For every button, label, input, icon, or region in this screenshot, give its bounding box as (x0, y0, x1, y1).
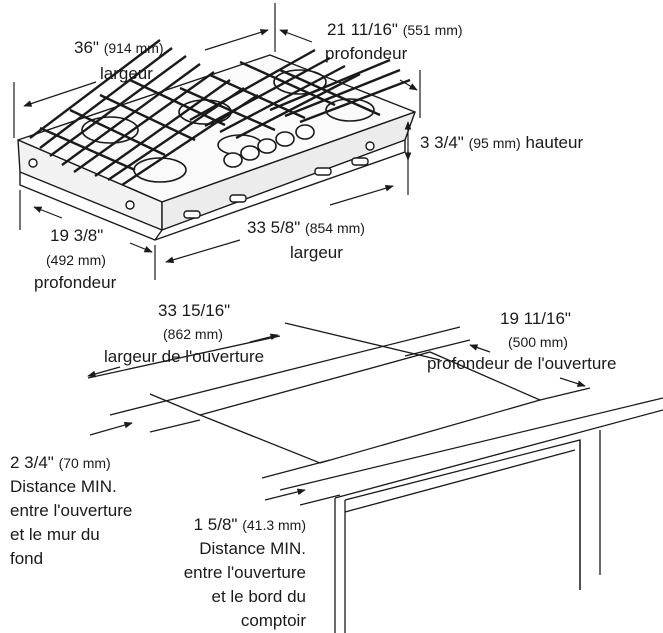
cutout-width-metric: (862 mm) (163, 326, 223, 342)
cooktop-dimension-lines (13, 3, 421, 280)
base-width-label: 33 5/8" (854 mm) (247, 218, 365, 237)
front-clearance-line1: Distance MIN. (199, 539, 306, 558)
cooktop-height-label: 3 3/4" (95 mm) hauteur (420, 133, 584, 152)
rear-clearance-line1: Distance MIN. (10, 477, 117, 496)
cooktop-illustration (17, 39, 416, 241)
base-depth-arrow-top (33, 206, 63, 219)
cutout-width-arrow-left (87, 366, 121, 378)
base-depth-metric: (492 mm) (46, 252, 106, 268)
cutout-width-word: largeur de l'ouverture (104, 347, 265, 366)
cutout-depth-arrow-left (469, 344, 491, 353)
rear-clearance-arrow (89, 421, 133, 436)
rear-clearance-line3: et le mur du (10, 525, 100, 544)
rear-clearance-line2: entre l'ouverture (10, 501, 133, 520)
cutout-dimension-arrows (87, 333, 586, 501)
depth-arrow-bottom (399, 79, 418, 91)
cooktop-width-word: largeur (100, 64, 153, 83)
width-arrow-left (23, 81, 97, 107)
burner-heads (81, 69, 375, 183)
base-depth-arrow-bottom (129, 242, 153, 253)
base-width-arrow-right (329, 184, 394, 206)
cutout-depth-arrow-right (559, 377, 586, 387)
rear-clearance-line4: fond (10, 549, 44, 568)
width-arrow-right (204, 29, 269, 51)
cooktop-depth-word: profondeur (325, 44, 408, 63)
cutout-width-value: 33 15/16" (158, 301, 231, 320)
cooktop-depth-label: 21 11/16" (551 mm) (327, 20, 463, 39)
cutout-width-arrow-right (249, 333, 279, 343)
cutout-depth-metric: (500 mm) (508, 334, 568, 350)
front-clearance-label: 1 5/8" (41.3 mm) (193, 515, 306, 534)
front-clearance-arrow (264, 488, 306, 501)
panel-slots (28, 141, 375, 219)
cabinet-front (334, 498, 346, 633)
burner-grates (29, 39, 411, 187)
base-width-arrow-left (165, 239, 241, 264)
cutout-depth-word: profondeur de l'ouverture (427, 354, 617, 373)
rear-clearance-label: 2 3/4" (70 mm) (10, 453, 111, 472)
cooktop-width-label: 36" (914 mm) (74, 38, 164, 57)
cutout-depth-value: 19 11/16" (500, 309, 571, 328)
control-knobs (223, 124, 315, 168)
countertop-illustration (87, 322, 663, 633)
base-depth-word: profondeur (34, 273, 117, 292)
front-clearance-line2: entre l'ouverture (183, 563, 306, 582)
depth-arrow-top (279, 29, 313, 43)
base-depth-value: 19 3/8" (50, 226, 104, 245)
front-clearance-line4: comptoir (240, 611, 306, 630)
front-clearance-line3: et le bord du (211, 587, 306, 606)
base-width-word: largeur (290, 243, 343, 262)
